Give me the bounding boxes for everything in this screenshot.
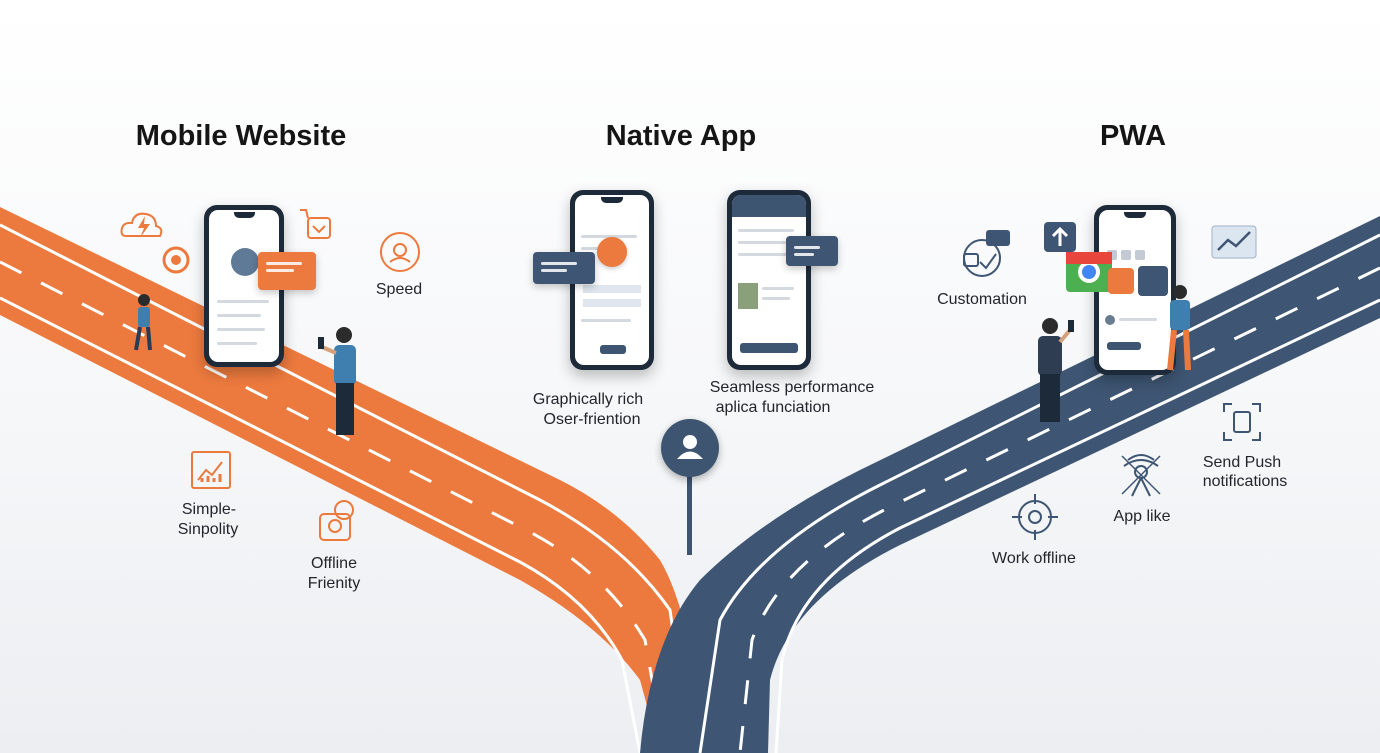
label-speed: Speed xyxy=(375,281,423,298)
label-work-offline: Work offline xyxy=(992,550,1076,567)
label-seamless-line2: aplica funciation xyxy=(715,399,831,416)
heading-pwa: PWA xyxy=(1099,120,1167,152)
native-badge xyxy=(597,237,627,267)
label-simple-line1: Simple- xyxy=(181,501,237,518)
label-seamless-line1: Seamless performance xyxy=(709,379,875,396)
app-like-icon xyxy=(1121,454,1161,497)
person-standing xyxy=(1167,285,1191,371)
cart-icon xyxy=(300,209,331,239)
label-offline-line1: Offline xyxy=(311,555,357,572)
customization-icon xyxy=(963,230,1010,277)
mobile-website-phone xyxy=(204,205,284,367)
phone-screen xyxy=(732,195,806,365)
message-bubble xyxy=(258,252,316,290)
app-tile xyxy=(1138,266,1168,296)
navy-road-dash xyxy=(738,266,1380,753)
heading-mobile-website: Mobile Website xyxy=(135,120,347,152)
heading-native-app: Native App xyxy=(605,120,757,152)
native-app-phone-right xyxy=(727,190,811,370)
offline-friendly-icon xyxy=(319,500,354,541)
label-customization: Customation xyxy=(937,291,1027,308)
user-pin xyxy=(661,419,719,477)
person-with-phone xyxy=(318,327,356,435)
tool-icon xyxy=(162,246,190,274)
navy-road-edge-left xyxy=(698,233,1380,753)
upload-icon xyxy=(1044,222,1076,252)
pin-stem xyxy=(687,475,692,555)
browser-icon xyxy=(1066,252,1112,292)
person-walking xyxy=(134,294,152,351)
trend-icon xyxy=(1211,225,1257,259)
growth-chart-icon xyxy=(191,451,231,489)
label-push-line2: notifications xyxy=(1202,473,1288,490)
speed-gauge-icon xyxy=(380,232,420,272)
app-tile xyxy=(1108,268,1134,294)
push-icon xyxy=(1223,403,1261,441)
label-simple-line2: Sinpolity xyxy=(177,521,239,538)
user-pin-icon xyxy=(677,435,703,459)
navy-road-edge-right xyxy=(774,298,1380,753)
person-with-phone xyxy=(1038,318,1074,422)
native-chat-bubble xyxy=(533,252,595,284)
navy-road xyxy=(640,216,1380,753)
label-offline-line2: Frienity xyxy=(307,575,361,592)
native-chat-bubble xyxy=(786,236,838,266)
speed-icon xyxy=(120,212,163,238)
avatar xyxy=(231,248,259,276)
orange-road-dash xyxy=(0,260,667,753)
orange-road-edge-left xyxy=(0,223,692,753)
label-graphic-line2: Oser-friention xyxy=(543,411,641,428)
label-app-like: App like xyxy=(1113,508,1171,525)
target-icon xyxy=(1012,494,1058,540)
orange-road-edge-right xyxy=(0,296,642,753)
label-graphic-line1: Graphically rich xyxy=(532,391,644,408)
orange-road xyxy=(0,207,700,753)
label-push-line1: Send Push xyxy=(1202,454,1282,471)
